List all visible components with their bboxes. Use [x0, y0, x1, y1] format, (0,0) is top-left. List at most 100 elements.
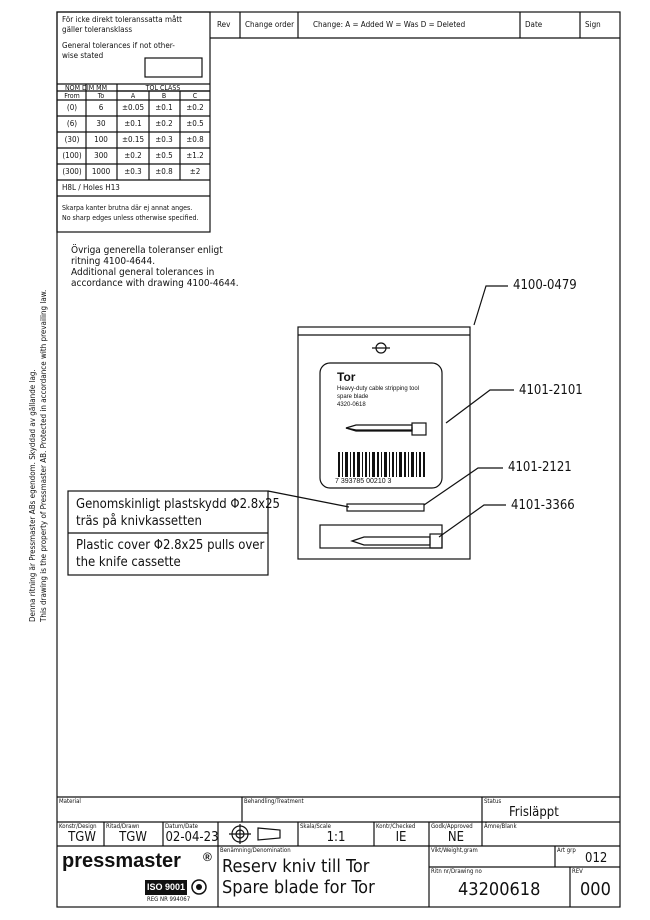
tol-cell: (6) [66, 119, 78, 128]
tol-cell: (30) [64, 135, 80, 144]
change-order-col: Change order [245, 20, 295, 29]
sign-col: Sign [585, 20, 601, 29]
denomination-label: Benämning/Denomination [220, 847, 291, 854]
tol-cell: ±0.1 [155, 103, 173, 112]
tol-cell: 100 [94, 135, 108, 144]
leader-4101-2101 [445, 389, 514, 424]
tol-cell: ±0.15 [121, 135, 145, 144]
tol-cell: ±0.3 [155, 135, 173, 144]
tol-cell: ±0.2 [186, 103, 204, 112]
tol-cell: ±0.8 [186, 135, 204, 144]
title-sv: Reserv kniv till Tor [222, 856, 370, 877]
tol-cell: ±0.5 [186, 119, 204, 128]
drawn-label: Ritad/Drawn [106, 823, 140, 830]
change-legend: Change: A = Added W = Was D = Deleted [313, 20, 466, 29]
tolerance-box-border [56, 11, 211, 233]
approved-value: NE [447, 830, 465, 845]
general-note-line: ritning 4100-4644. [71, 256, 156, 267]
tol-col-c: C [192, 92, 198, 100]
art-grp-label: Art grp [557, 847, 576, 854]
blank-label: Ämne/Blank [484, 823, 517, 830]
tol-cell: 6 [98, 103, 104, 112]
material-label: Material [59, 798, 81, 805]
scale-value: 1:1 [326, 830, 346, 845]
tol-header-class: TOL CLASS [145, 84, 181, 92]
tol-cell: 30 [96, 119, 106, 128]
barcode-digits: 7 393785 00210 3 [335, 478, 392, 485]
brand-logo: pressmaster [62, 850, 181, 872]
rev-col: Rev [217, 20, 231, 29]
tol-cell: ±0.2 [155, 119, 173, 128]
package-line1: Heavy-duty cable stripping tool [337, 386, 420, 392]
drawing-no-value: 43200618 [458, 879, 541, 900]
checked-label: Kontr/Checked [376, 823, 416, 830]
note-en-2: the knife cassette [76, 555, 181, 570]
general-note-line: accordance with drawing 4100-4644. [71, 278, 239, 289]
package-drawing [297, 326, 471, 560]
iso-label: ISO 9001 [147, 882, 186, 892]
tol-cell: ±1.2 [186, 151, 204, 160]
design-value: TGW [68, 830, 96, 845]
tol-col-a: A [130, 92, 136, 100]
tol-cell: ±2 [189, 167, 201, 176]
title-en: Spare blade for Tor [222, 877, 375, 898]
status-label: Status [484, 798, 502, 805]
callout-4101-3366: 4101-3366 [511, 498, 575, 513]
approved-label: Godk/Approved [431, 823, 473, 830]
side-note-line1: Denna ritning är Pressmaster ABs egendom… [28, 369, 37, 622]
package-title: Tor [337, 370, 356, 384]
tol-note-sv-1: För icke direkt toleranssatta mått [62, 15, 182, 24]
iso-badge-icon [145, 879, 207, 895]
callout-4101-2121: 4101-2121 [508, 460, 572, 475]
tol-col-b: B [161, 92, 167, 100]
tol-cell: 1000 [91, 167, 111, 176]
barcode [338, 452, 425, 477]
tol-cell: (100) [62, 151, 82, 160]
treatment-label: Behandling/Treatment [244, 798, 304, 805]
tol-note-en-1: General tolerances if not other- [62, 41, 175, 50]
general-note-line: Additional general tolerances in [71, 267, 215, 278]
design-label: Konstr/Design [59, 823, 97, 830]
tol-cell: ±0.1 [124, 119, 142, 128]
date-label: Datum/Date [165, 823, 198, 830]
leader-4101-2121 [423, 467, 503, 506]
general-note-line: Övriga generella toleranser enligt [71, 245, 223, 256]
tol-cell: (0) [66, 103, 78, 112]
weight-label: Vikt/Weight,gram [431, 847, 478, 854]
tol-cell: 300 [94, 151, 108, 160]
package-line3: 4320-0618 [337, 402, 366, 408]
status-value: Frisläppt [509, 805, 559, 820]
tol-cell: ±0.05 [121, 103, 145, 112]
side-note-line2: This drawing is the property of Pressmas… [39, 289, 48, 622]
date-value: 02-04-23 [165, 830, 219, 845]
tol-col-to: To [97, 92, 105, 100]
tol-cell: ±0.5 [155, 151, 173, 160]
reg-number: REG NR 994067 [147, 896, 191, 903]
tol-edges-en: No sharp edges unless otherwise specifie… [62, 214, 199, 222]
scale-label: Skala/Scale [300, 823, 331, 830]
tol-cell: ±0.3 [124, 167, 142, 176]
tol-edges-sv: Skarpa kanter brutna där ej annat anges. [62, 204, 193, 212]
package-line2: spare blade [337, 394, 369, 400]
drawn-value: TGW [119, 830, 147, 845]
note-sv-2: träs på knivkassetten [76, 514, 202, 529]
tol-note-sv-2: gäller toleransklass [62, 25, 133, 34]
note-sv-1: Genomskinligt plastskydd Φ2.8x25 [76, 497, 280, 512]
tol-cell: ±0.8 [155, 167, 173, 176]
leader-4101-3366 [438, 504, 506, 538]
tolerance-class-field [144, 57, 203, 78]
tol-cell: (300) [62, 167, 82, 176]
tol-cell: ±0.2 [124, 151, 142, 160]
brand-mark: ® [203, 850, 212, 864]
tol-holes: H8L / Holes H13 [62, 183, 120, 192]
tol-col-from: From [64, 92, 80, 100]
note-en-1: Plastic cover Φ2.8x25 pulls over [76, 538, 265, 553]
checked-value: IE [395, 830, 407, 845]
tol-header-nom: NOM DIM MM [64, 84, 108, 92]
date-col: Date [525, 20, 543, 29]
rev-value: 000 [580, 879, 611, 900]
rev-label: REV [572, 868, 583, 875]
drawing-frame [56, 11, 621, 908]
callout-4101-2101: 4101-2101 [519, 383, 583, 398]
